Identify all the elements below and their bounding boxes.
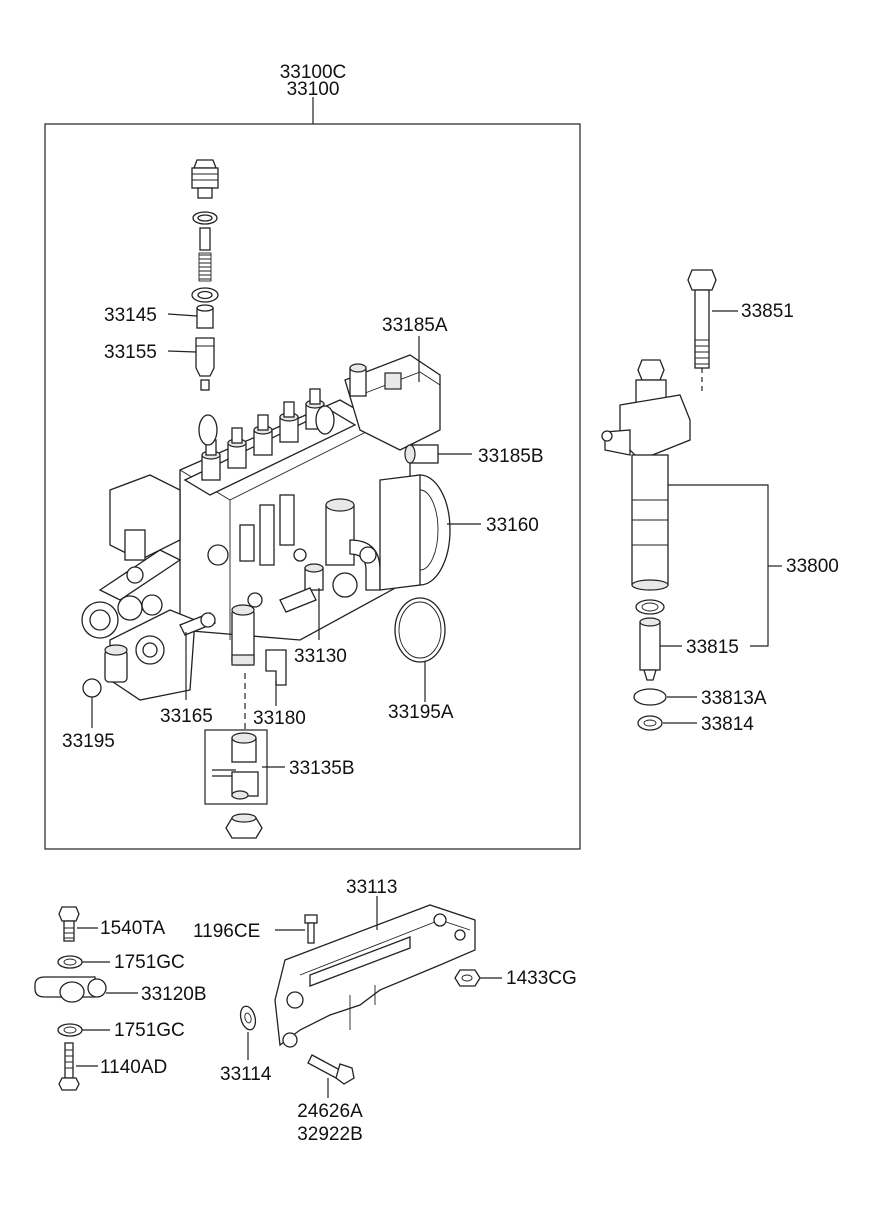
label-1751GC-a: 1751GC: [114, 952, 185, 973]
label-33145: 33145: [104, 305, 157, 326]
label-1433CG: 1433CG: [506, 968, 577, 989]
label-33195A: 33195A: [388, 702, 454, 723]
bracket-33113: [274, 904, 476, 1048]
label-33195: 33195: [62, 731, 115, 752]
bolt-1540TA: [58, 906, 80, 942]
parts-33135B: [212, 732, 259, 800]
washer-33114: [239, 1005, 257, 1031]
label-33185A: 33185A: [382, 315, 448, 336]
o-ring-33195A: [394, 597, 446, 663]
label-1196CE: 1196CE: [193, 921, 260, 942]
bolt-1140AD: [58, 1042, 80, 1091]
injection-pump-body: [81, 354, 451, 701]
label-1140AD: 1140AD: [100, 1057, 167, 1078]
bolt-24626A: [307, 1054, 355, 1085]
label-33813A: 33813A: [701, 688, 767, 709]
banjo-33120B: [34, 976, 107, 1003]
label-33814: 33814: [701, 714, 754, 735]
label-1540TA: 1540TA: [100, 918, 165, 939]
label-33120B: 33120B: [141, 984, 207, 1005]
label-33155: 33155: [104, 342, 157, 363]
leader-33155: [167, 350, 197, 353]
nut-1433CG: [454, 969, 481, 987]
plug-bottom: [225, 813, 263, 839]
label-33113: 33113: [346, 877, 397, 898]
label-33185B: 33185B: [478, 446, 544, 467]
leader-33145: [167, 313, 198, 317]
label-33114: 33114: [220, 1064, 272, 1085]
label-33165: 33165: [160, 706, 213, 727]
label-33800: 33800: [786, 556, 839, 577]
label-33135B: 33135B: [289, 758, 355, 779]
label-33160: 33160: [486, 515, 539, 536]
label-33180: 33180: [253, 708, 306, 729]
injector-assembly: [601, 269, 717, 731]
label-33815: 33815: [686, 637, 739, 658]
label-32922B: 32922B: [297, 1124, 363, 1145]
cap-33195: [82, 678, 102, 698]
label-33130: 33130: [294, 646, 347, 667]
delivery-valve-stack: [191, 159, 219, 391]
bolt-1196CE: [304, 914, 318, 944]
label-assembly-c: 33100C: [280, 62, 347, 83]
label-1751GC-b: 1751GC: [114, 1020, 185, 1041]
label-24626A: 24626A: [297, 1101, 363, 1122]
label-33851: 33851: [741, 301, 794, 322]
label-assembly: 33100: [287, 79, 340, 100]
